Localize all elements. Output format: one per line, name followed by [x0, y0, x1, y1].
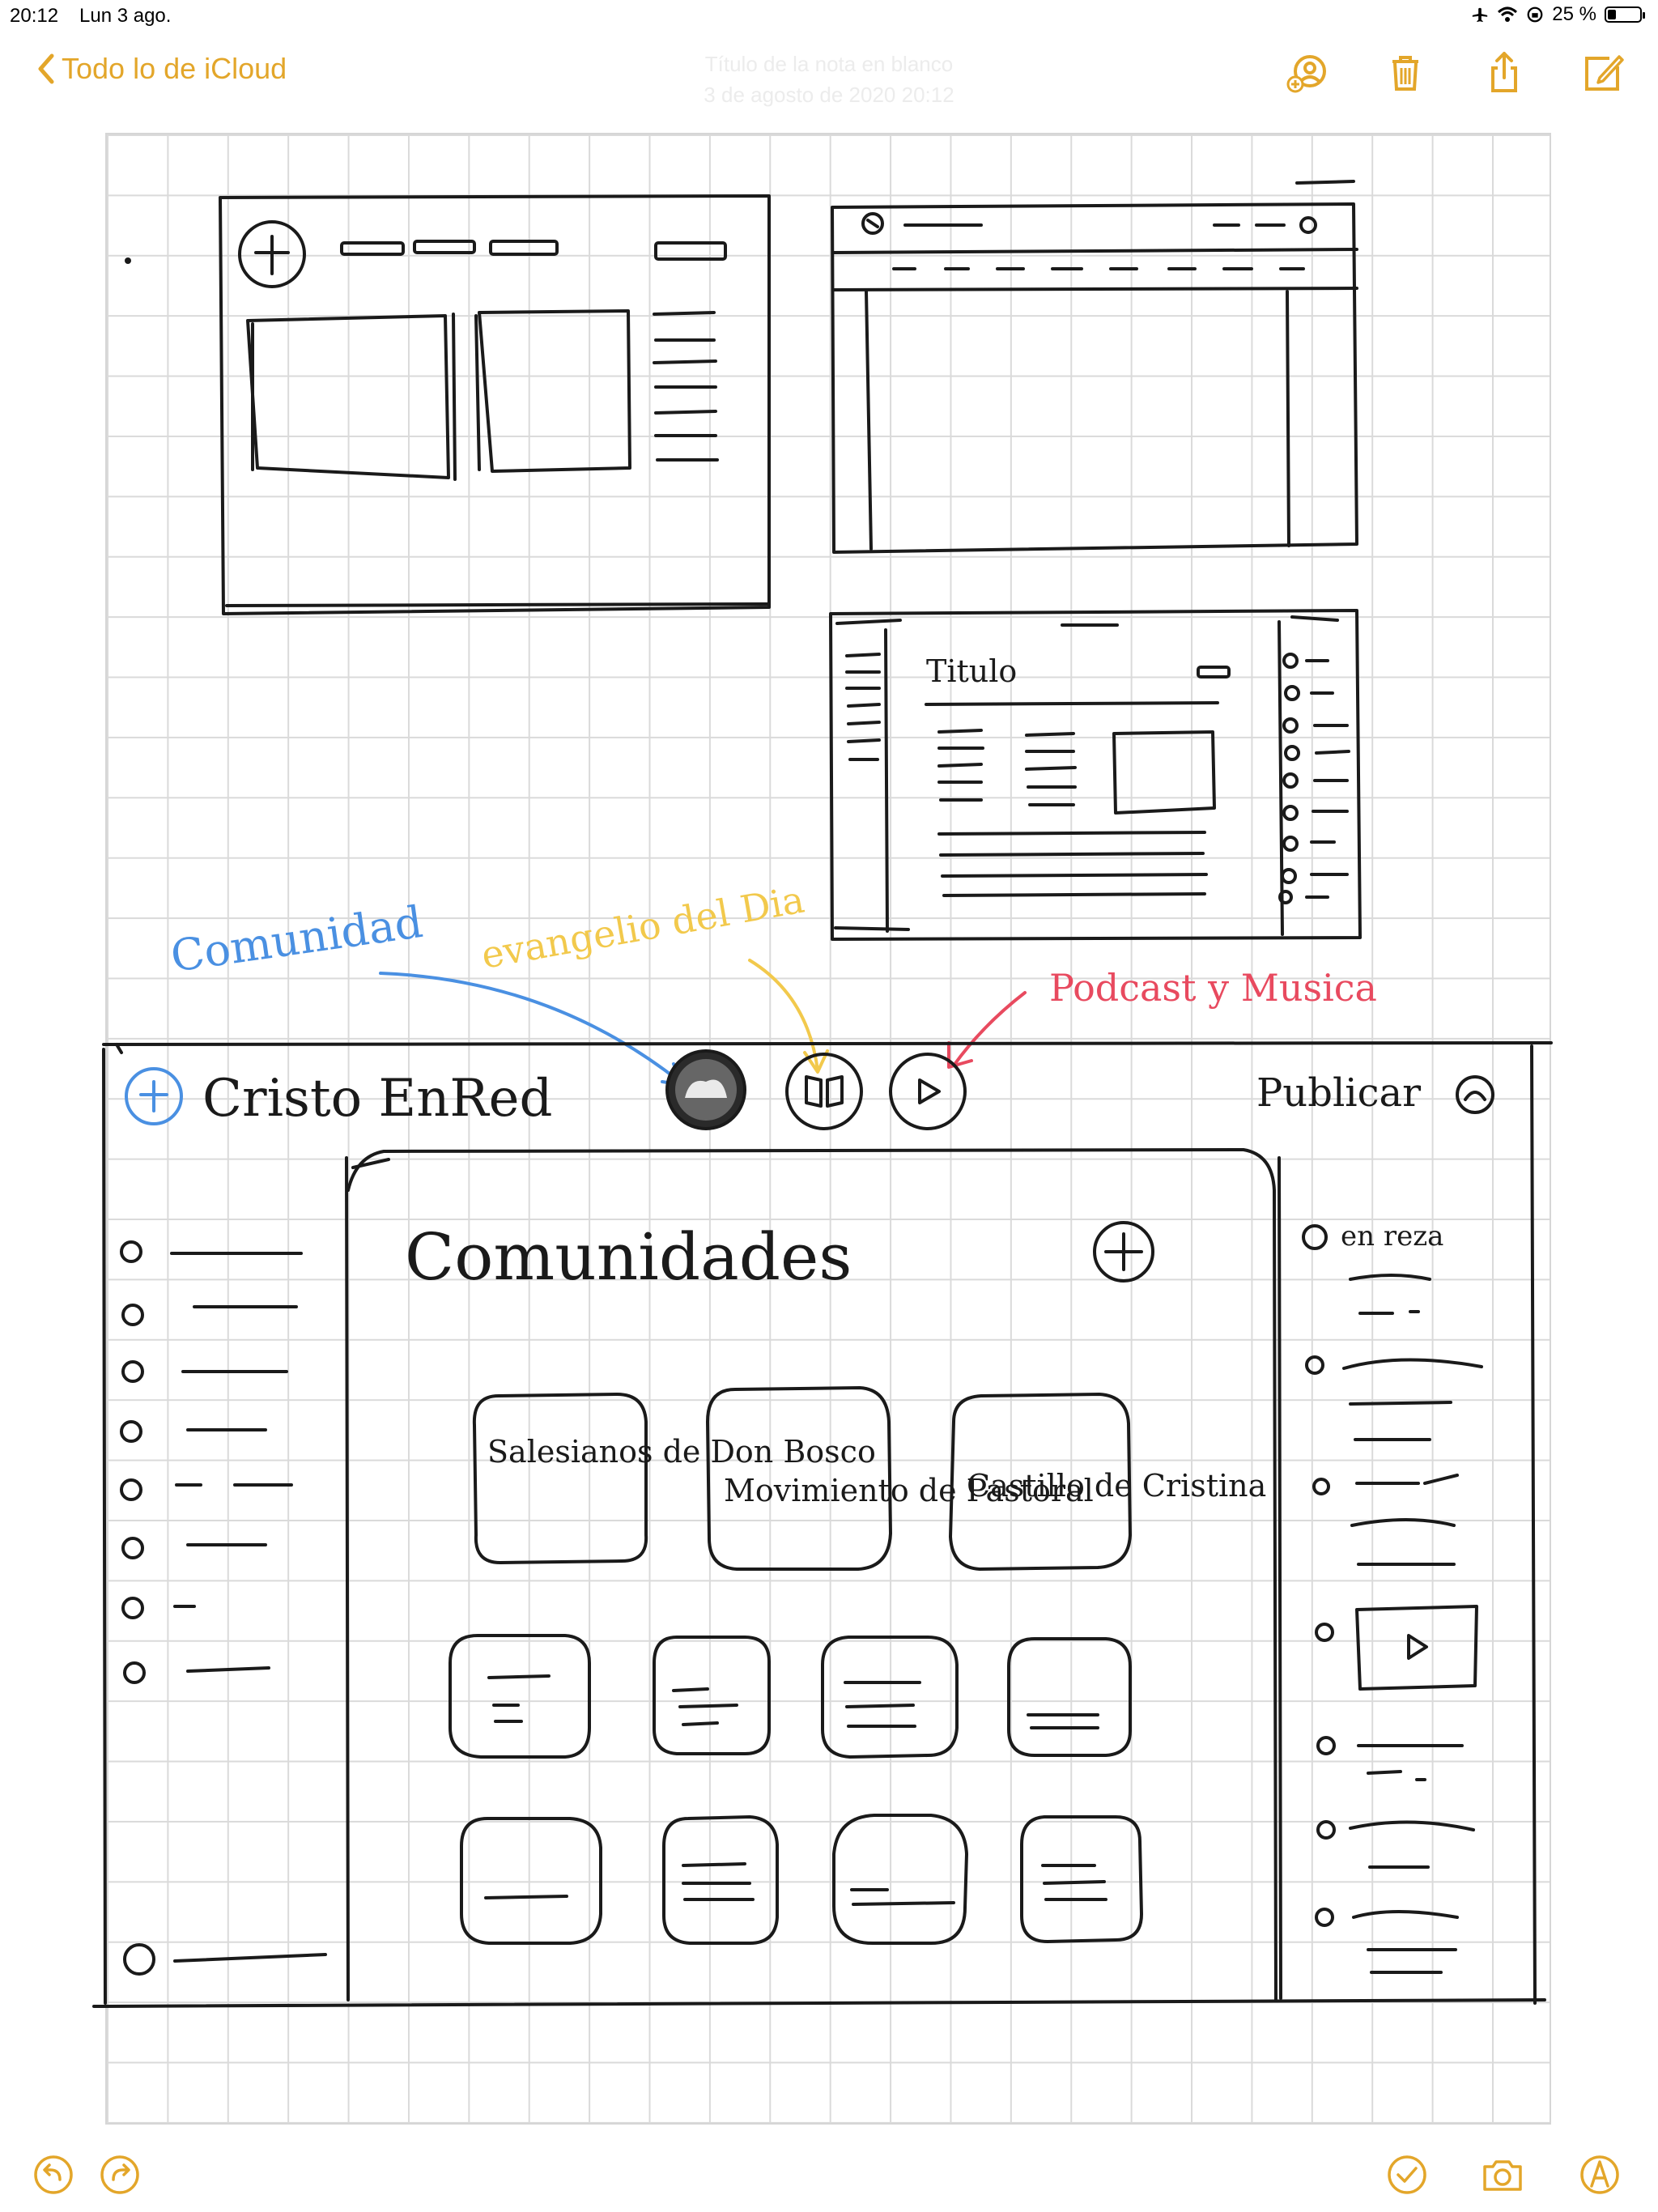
battery-icon — [1605, 6, 1645, 23]
redo-icon[interactable] — [97, 2152, 142, 2197]
status-date: Lun 3 ago. — [79, 5, 172, 27]
status-bar: 20:12 Lun 3 ago. 25 % — [0, 0, 1658, 36]
battery-percent: 25 % — [1552, 3, 1596, 25]
nav-actions — [1284, 50, 1626, 96]
nav-bar: Todo lo de iCloud Título de la nota en b… — [0, 36, 1658, 113]
markup-pen-icon[interactable] — [1577, 2152, 1622, 2197]
checkmark-icon[interactable] — [1384, 2152, 1430, 2197]
trash-icon[interactable] — [1383, 50, 1428, 96]
back-label: Todo lo de iCloud — [62, 52, 287, 85]
bottom-toolbar — [0, 2138, 1658, 2212]
lock-rotation-icon — [1527, 6, 1543, 23]
status-right: 25 % — [1471, 3, 1645, 26]
compose-icon[interactable] — [1580, 50, 1626, 96]
add-person-icon[interactable] — [1284, 50, 1329, 96]
note-title: Título de la nota en blanco — [704, 52, 954, 76]
chevron-left-icon — [38, 53, 54, 84]
note-canvas[interactable] — [105, 133, 1551, 2125]
airplane-icon — [1473, 7, 1488, 23]
camera-icon[interactable] — [1480, 2152, 1525, 2197]
back-button[interactable]: Todo lo de iCloud — [36, 52, 287, 86]
undo-icon[interactable] — [31, 2152, 76, 2197]
status-time: 20:12 — [10, 5, 59, 27]
note-date: 3 de agosto de 2020 20:12 — [704, 83, 954, 107]
wifi-icon — [1498, 6, 1518, 22]
share-icon[interactable] — [1482, 50, 1527, 96]
